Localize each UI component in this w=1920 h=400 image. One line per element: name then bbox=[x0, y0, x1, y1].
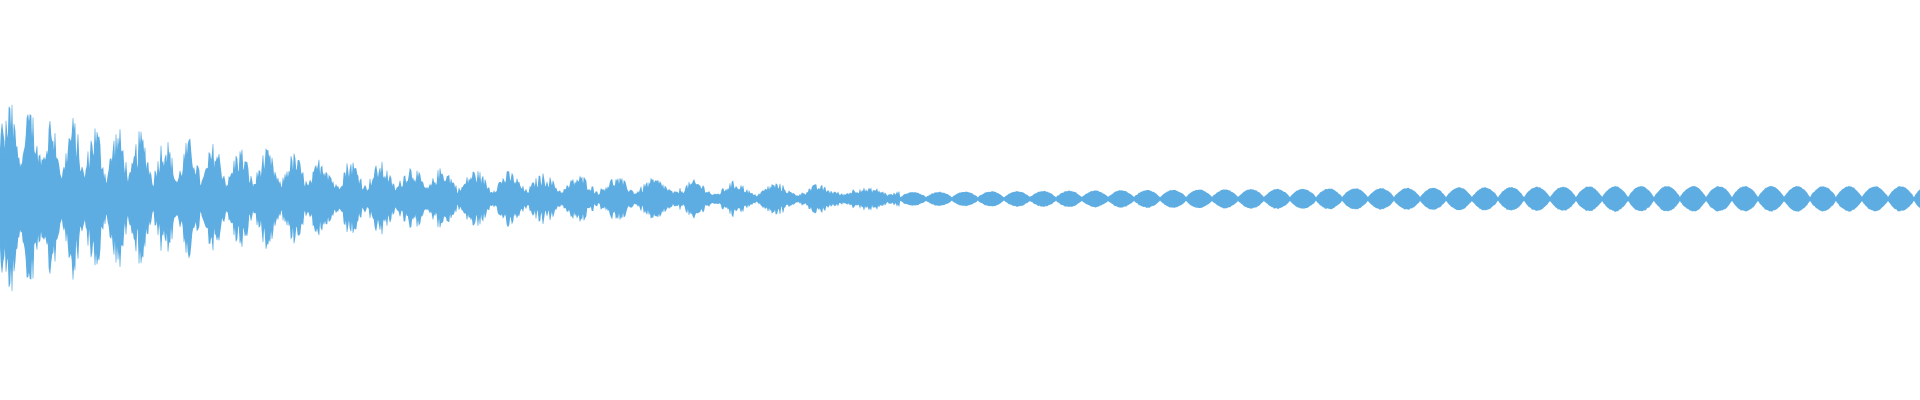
waveform-shape bbox=[0, 104, 1920, 292]
